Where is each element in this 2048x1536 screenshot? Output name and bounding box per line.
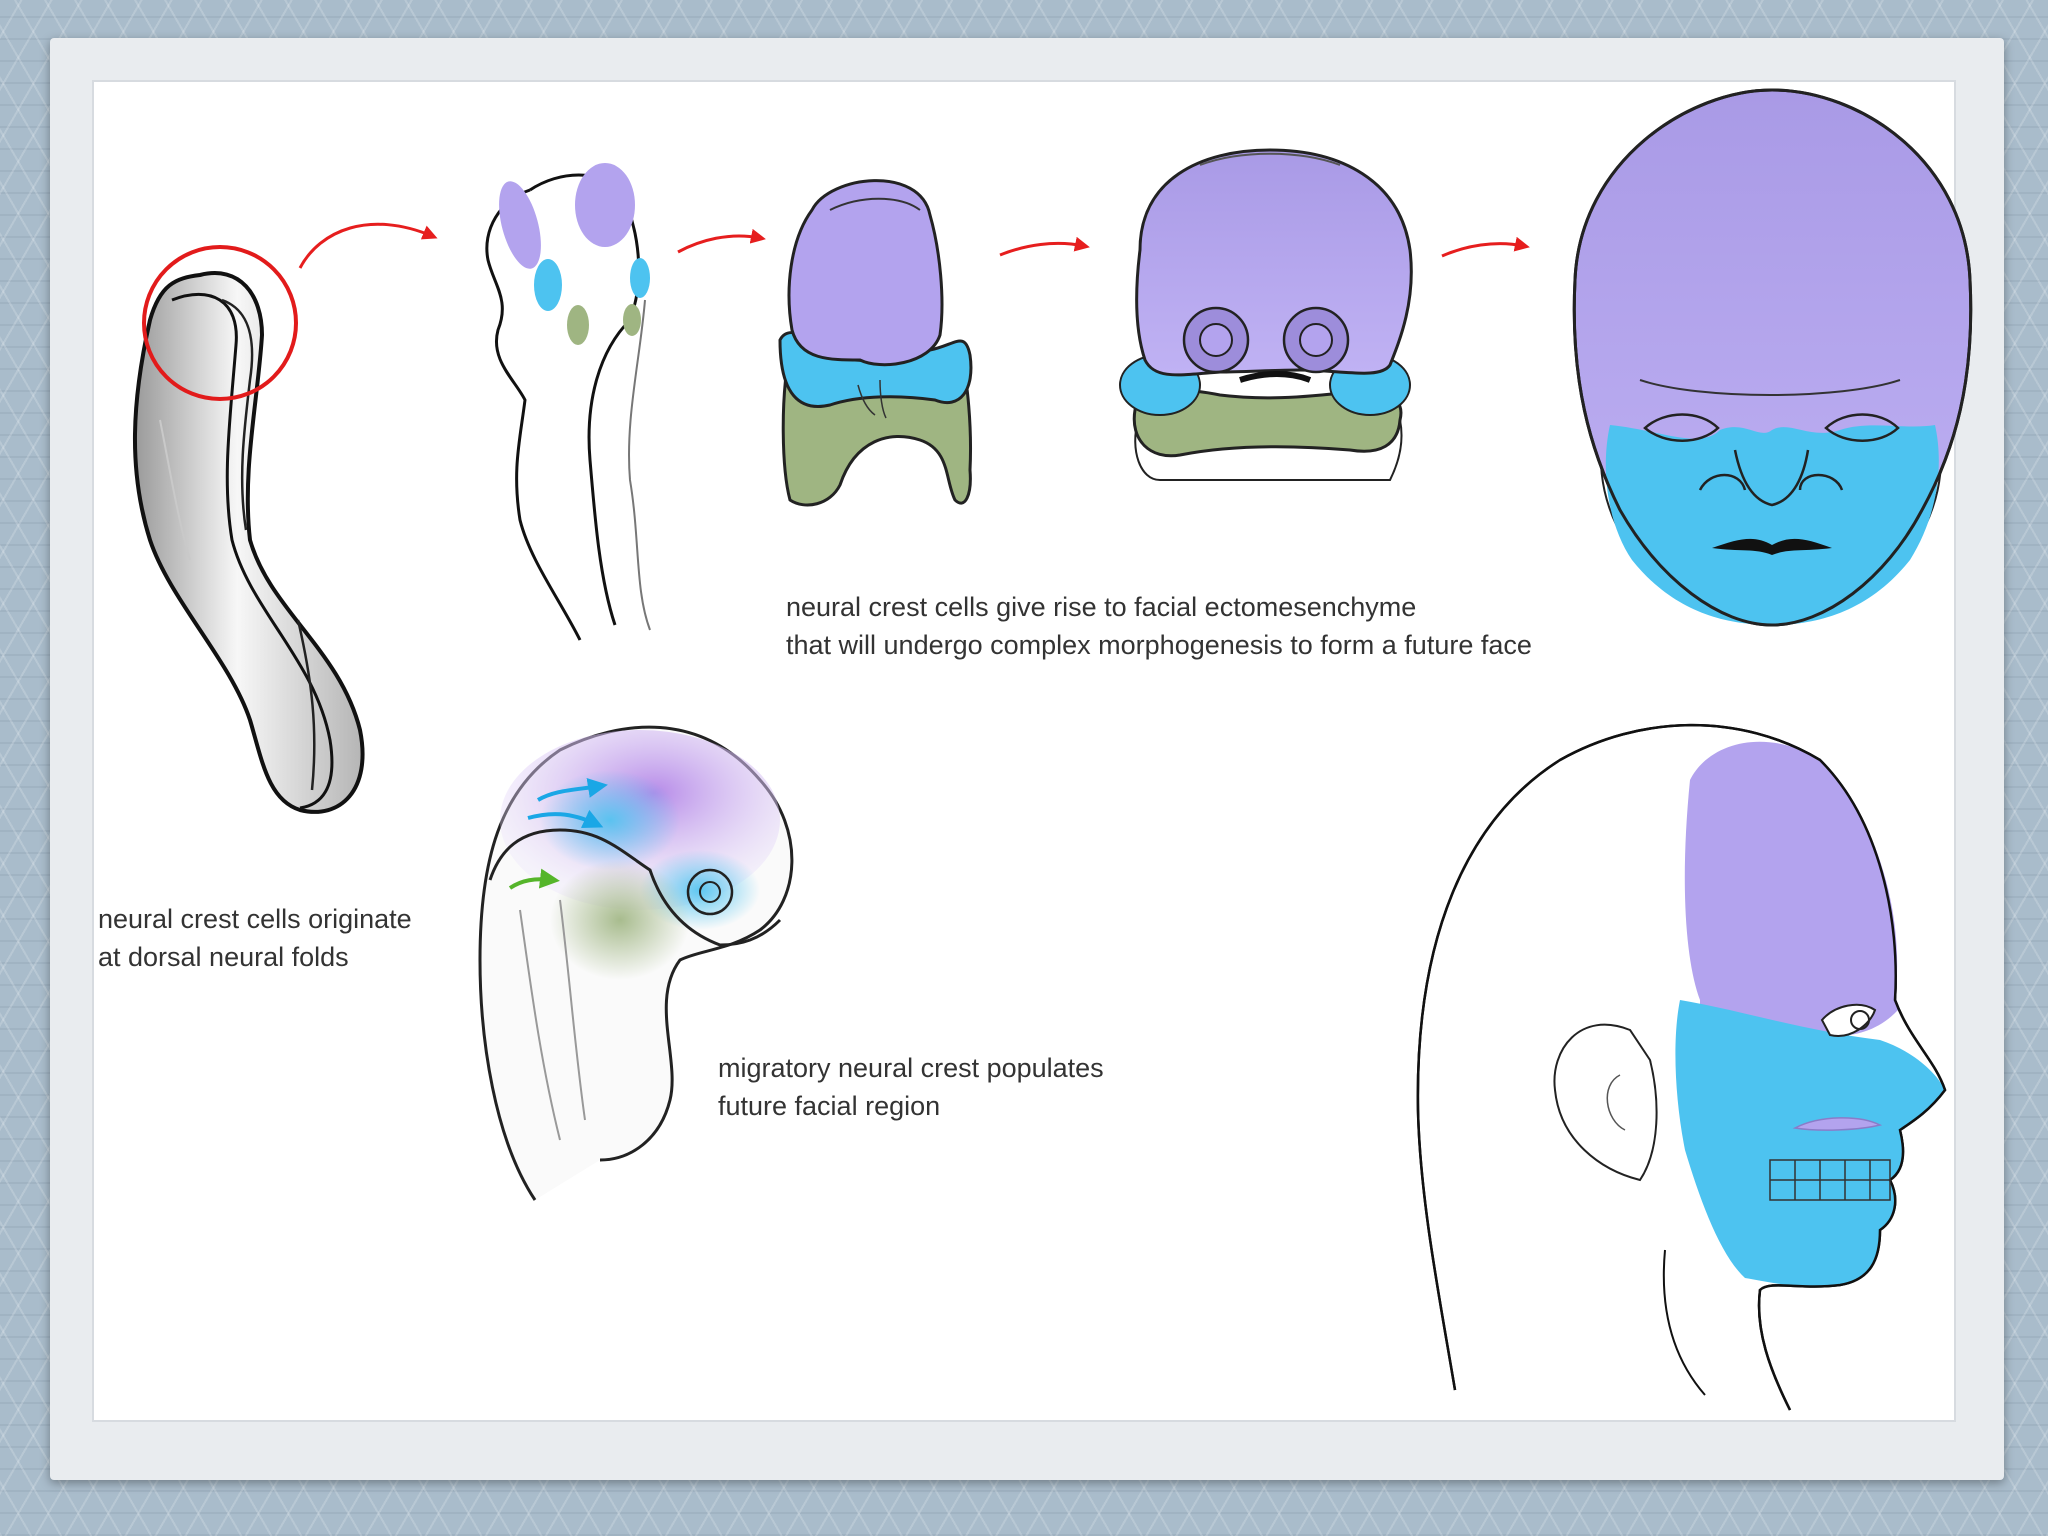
caption-migration-line-2: future facial region [718, 1087, 1104, 1125]
early-face-stage [780, 181, 971, 505]
fetal-face-stage [1120, 150, 1411, 480]
caption-neural-crest-origin: neural crest cells originate at dorsal n… [98, 900, 412, 976]
adult-head-profile [1418, 725, 1945, 1410]
caption-ectomesenchyme-line-2: that will undergo complex morphogenesis … [786, 626, 1532, 664]
future-face-frontal [1574, 90, 1971, 625]
caption-ectomesenchyme-line-1: neural crest cells give rise to facial e… [786, 588, 1532, 626]
caption-ectomesenchyme: neural crest cells give rise to facial e… [786, 588, 1532, 664]
caption-origin-line-1: neural crest cells originate [98, 900, 412, 938]
caption-migration: migratory neural crest populates future … [718, 1049, 1104, 1125]
neural-tube-embryo [135, 273, 363, 812]
progression-arrow-3 [1000, 243, 1084, 255]
progression-arrow-4 [1442, 244, 1524, 256]
caption-migration-line-1: migratory neural crest populates [718, 1049, 1104, 1087]
migration-embryo [480, 727, 792, 1200]
progression-arrow-1 [300, 224, 432, 268]
progression-arrow-2 [678, 236, 760, 252]
caption-origin-line-2: at dorsal neural folds [98, 938, 412, 976]
crest-stream-embryo [487, 163, 650, 640]
